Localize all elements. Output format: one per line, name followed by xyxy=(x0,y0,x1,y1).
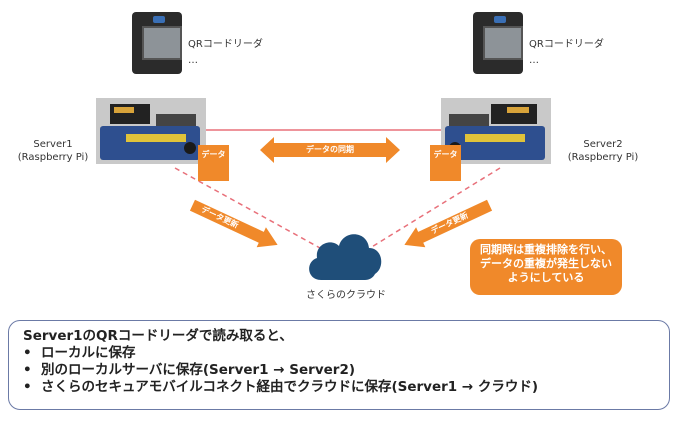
note-line: データの重複が発生しない xyxy=(480,257,612,270)
server2-cloud-line xyxy=(369,167,501,249)
qr-reader-right-image xyxy=(473,12,523,74)
summary-item-text: 別のローカルサーバに保存(Server1 → Server2) xyxy=(41,362,356,378)
summary-item-text: ローカルに保存 xyxy=(41,345,136,361)
dedup-note: 同期時は重複排除を行い、 データの重複が発生しない ようにしている xyxy=(470,239,622,295)
summary-box: Server1のQRコードリーダで読み取ると、 • ローカルに保存 • 別のローカル… xyxy=(8,320,670,410)
server2-name: Server2 xyxy=(583,139,623,150)
reader-window xyxy=(483,26,523,60)
arrow-right-icon xyxy=(189,199,278,248)
summary-item: • 別のローカルサーバに保存(Server1 → Server2) xyxy=(23,362,655,379)
update-arrow-right: データ更新 xyxy=(400,195,494,255)
server2-sub: (Raspberry Pi) xyxy=(567,152,639,163)
bullet-icon: • xyxy=(23,345,32,361)
summary-item: • さくらのセキュアモバイルコネクト経由でクラウドに保存(Server1 → クラ… xyxy=(23,379,655,396)
server1-sub: (Raspberry Pi) xyxy=(17,152,89,163)
reader-led-icon xyxy=(494,16,506,23)
note-line: ようにしている xyxy=(507,271,585,284)
bullet-icon: • xyxy=(23,362,32,378)
bullet-icon: • xyxy=(23,379,32,395)
sync-arrow-label: データの同期 xyxy=(306,145,354,154)
update-arrow-left: データ更新 xyxy=(188,195,282,255)
qr-reader-right-ellipsis: … xyxy=(529,55,539,66)
server2-board-image xyxy=(441,98,551,164)
reader-led-icon xyxy=(153,16,165,23)
arrow-left-icon xyxy=(404,199,493,248)
summary-title: Server1のQRコードリーダで読み取ると、 xyxy=(23,328,293,344)
server2-data-box: データ xyxy=(430,145,461,181)
reader-window xyxy=(142,26,182,60)
note-line: 同期時は重複排除を行い、 xyxy=(480,243,612,256)
server1-data-box: データ xyxy=(198,145,229,181)
cloud-icon xyxy=(309,234,382,280)
cloud-label: さくらのクラウド xyxy=(306,290,386,301)
qr-reader-left-label: QRコードリーダ xyxy=(188,39,263,50)
sync-double-arrow xyxy=(260,137,400,163)
qr-reader-left-image xyxy=(132,12,182,74)
summary-item-text: さくらのセキュアモバイルコネクト経由でクラウドに保存(Server1 → クラウ… xyxy=(41,379,539,395)
summary-item: • ローカルに保存 xyxy=(23,345,655,362)
server1-board-image xyxy=(96,98,206,164)
server1-cloud-line xyxy=(174,167,321,249)
qr-reader-left-ellipsis: … xyxy=(188,55,198,66)
qr-reader-right-label: QRコードリーダ xyxy=(529,39,604,50)
server1-name: Server1 xyxy=(33,139,73,150)
